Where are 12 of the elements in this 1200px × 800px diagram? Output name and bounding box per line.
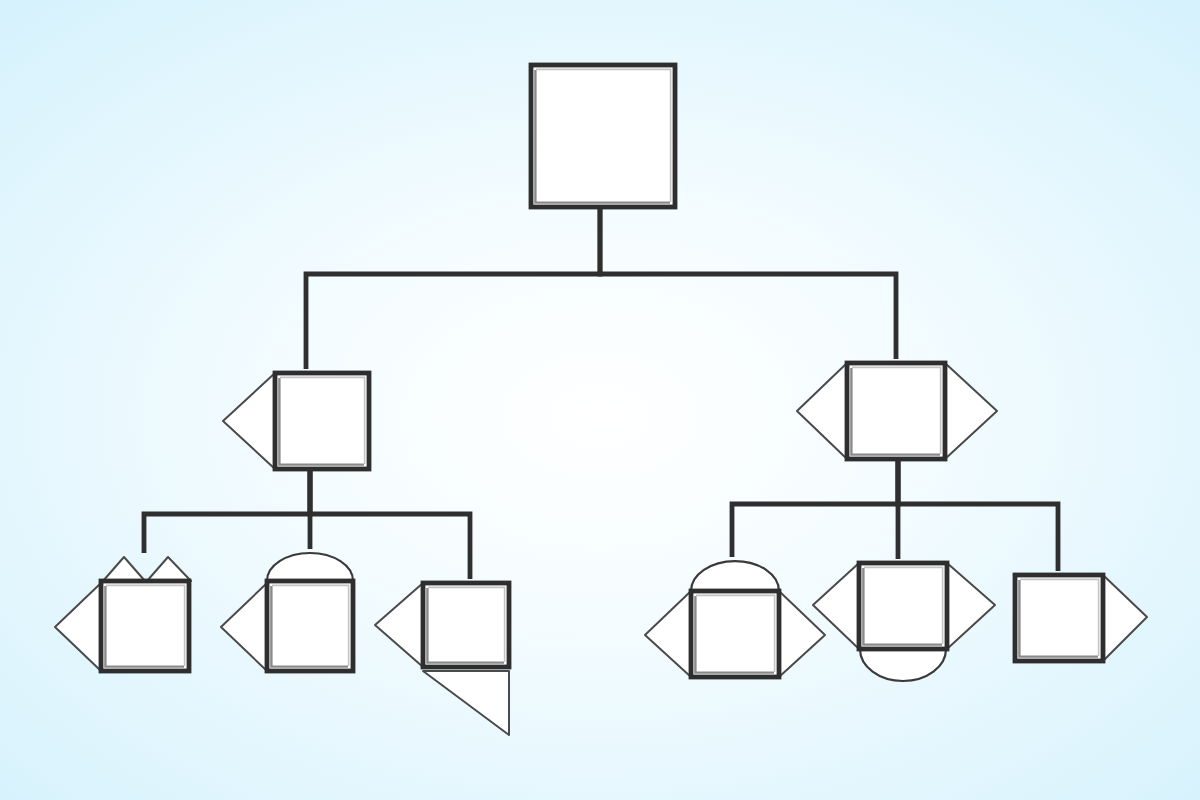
square-with-flaps-drawing [219, 369, 371, 471]
square-with-flaps-drawing [641, 557, 827, 679]
square-with-flaps-drawing [1011, 571, 1149, 663]
square-with-flaps-drawing [809, 559, 997, 683]
square-with-flaps-drawing [527, 61, 677, 209]
square-with-flaps-drawing [217, 549, 355, 673]
square-with-flaps-drawing [793, 359, 999, 461]
connector-line [895, 461, 1061, 571]
square-with-flaps-drawing [371, 579, 511, 737]
connector-line [307, 471, 473, 579]
square-with-flaps-drawing [51, 553, 193, 673]
connector-line [597, 209, 899, 359]
